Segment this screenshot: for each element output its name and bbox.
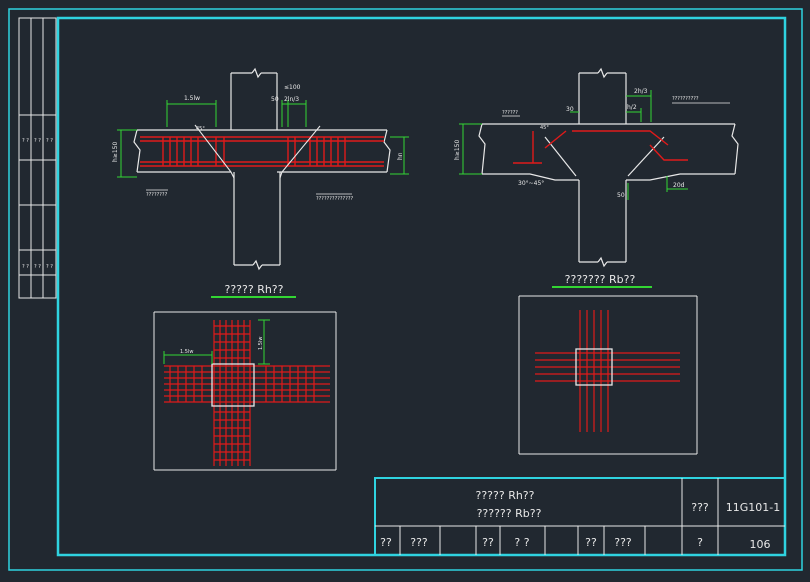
sign-cell-4: ? ? — [514, 536, 529, 549]
side-strip — [18, 17, 57, 299]
right-thickness: h≥150 — [454, 140, 461, 160]
left-thickness: h≥150 — [112, 142, 119, 162]
sign-cell-3: ?? — [482, 536, 494, 549]
side-cell-1: ? ? — [22, 138, 29, 144]
left-plan-caption: ????? Rh?? — [225, 283, 284, 296]
sign-cell-1: ?? — [380, 536, 392, 549]
left-note-right: ?????????????? — [316, 196, 353, 202]
left-dim-hn: hn — [397, 152, 404, 160]
left-plan-dim-h: 1.5lw — [180, 349, 193, 355]
right-plan-column — [575, 348, 613, 386]
sign-cell-6: ??? — [614, 536, 632, 549]
right-plan: ??????? Rb?? — [518, 273, 698, 455]
atlas-label: ??? — [691, 501, 709, 514]
title-block — [374, 477, 786, 556]
left-plan: ????? Rh?? — [153, 283, 337, 471]
sign-cell-5: ?? — [585, 536, 597, 549]
side-cell-4: ? ? — [22, 264, 29, 270]
right-angle-top: 45° — [540, 125, 549, 131]
title-line-2: ?????? Rb?? — [477, 507, 542, 520]
left-dim-le100: ≤100 — [284, 84, 301, 91]
right-dim-h2: h/2 — [627, 104, 637, 111]
left-dim-1-5lw: 1.5lw — [184, 95, 200, 102]
left-section: 1.5lw ≤100 50 2ln/3 45° ???????? ???????… — [112, 67, 409, 271]
right-note-right: ?????????? — [672, 96, 699, 102]
right-note-left: ?????? — [502, 110, 518, 116]
page-label: ? — [697, 536, 703, 549]
right-dim-2h3: 2h/3 — [634, 88, 648, 95]
left-dim-50: 50 — [271, 96, 279, 103]
right-dim-50: 50 — [617, 192, 625, 199]
page-number: 106 — [750, 538, 771, 551]
atlas-code: 11G101-1 — [726, 501, 780, 514]
sign-cell-2: ??? — [410, 536, 428, 549]
right-dim-20d: 20d — [673, 182, 685, 189]
side-cell-6: ? ? — [46, 264, 53, 270]
left-plan-column — [211, 363, 255, 407]
left-angle: 45° — [196, 126, 205, 132]
left-plan-dim-v: 1.5lw — [258, 337, 264, 350]
side-strip-texts: ? ? ? ? ? ? ? ? ? ? ? ? — [22, 138, 53, 270]
title-line-1: ????? Rh?? — [476, 489, 535, 502]
side-cell-5: ? ? — [34, 264, 41, 270]
side-cell-2: ? ? — [34, 138, 41, 144]
right-section: 2h/3 h/2 30 45° 30°~45° 50 20d ?????? ??… — [454, 67, 739, 268]
left-note-left: ???????? — [146, 192, 168, 198]
side-cell-3: ? ? — [46, 138, 53, 144]
right-angle-bottom: 30°~45° — [518, 180, 544, 187]
right-dim-30: 30 — [566, 106, 574, 113]
right-plan-caption: ??????? Rb?? — [565, 273, 636, 286]
outer-frame — [8, 8, 803, 571]
left-dim-2ln3: 2ln/3 — [284, 96, 299, 103]
